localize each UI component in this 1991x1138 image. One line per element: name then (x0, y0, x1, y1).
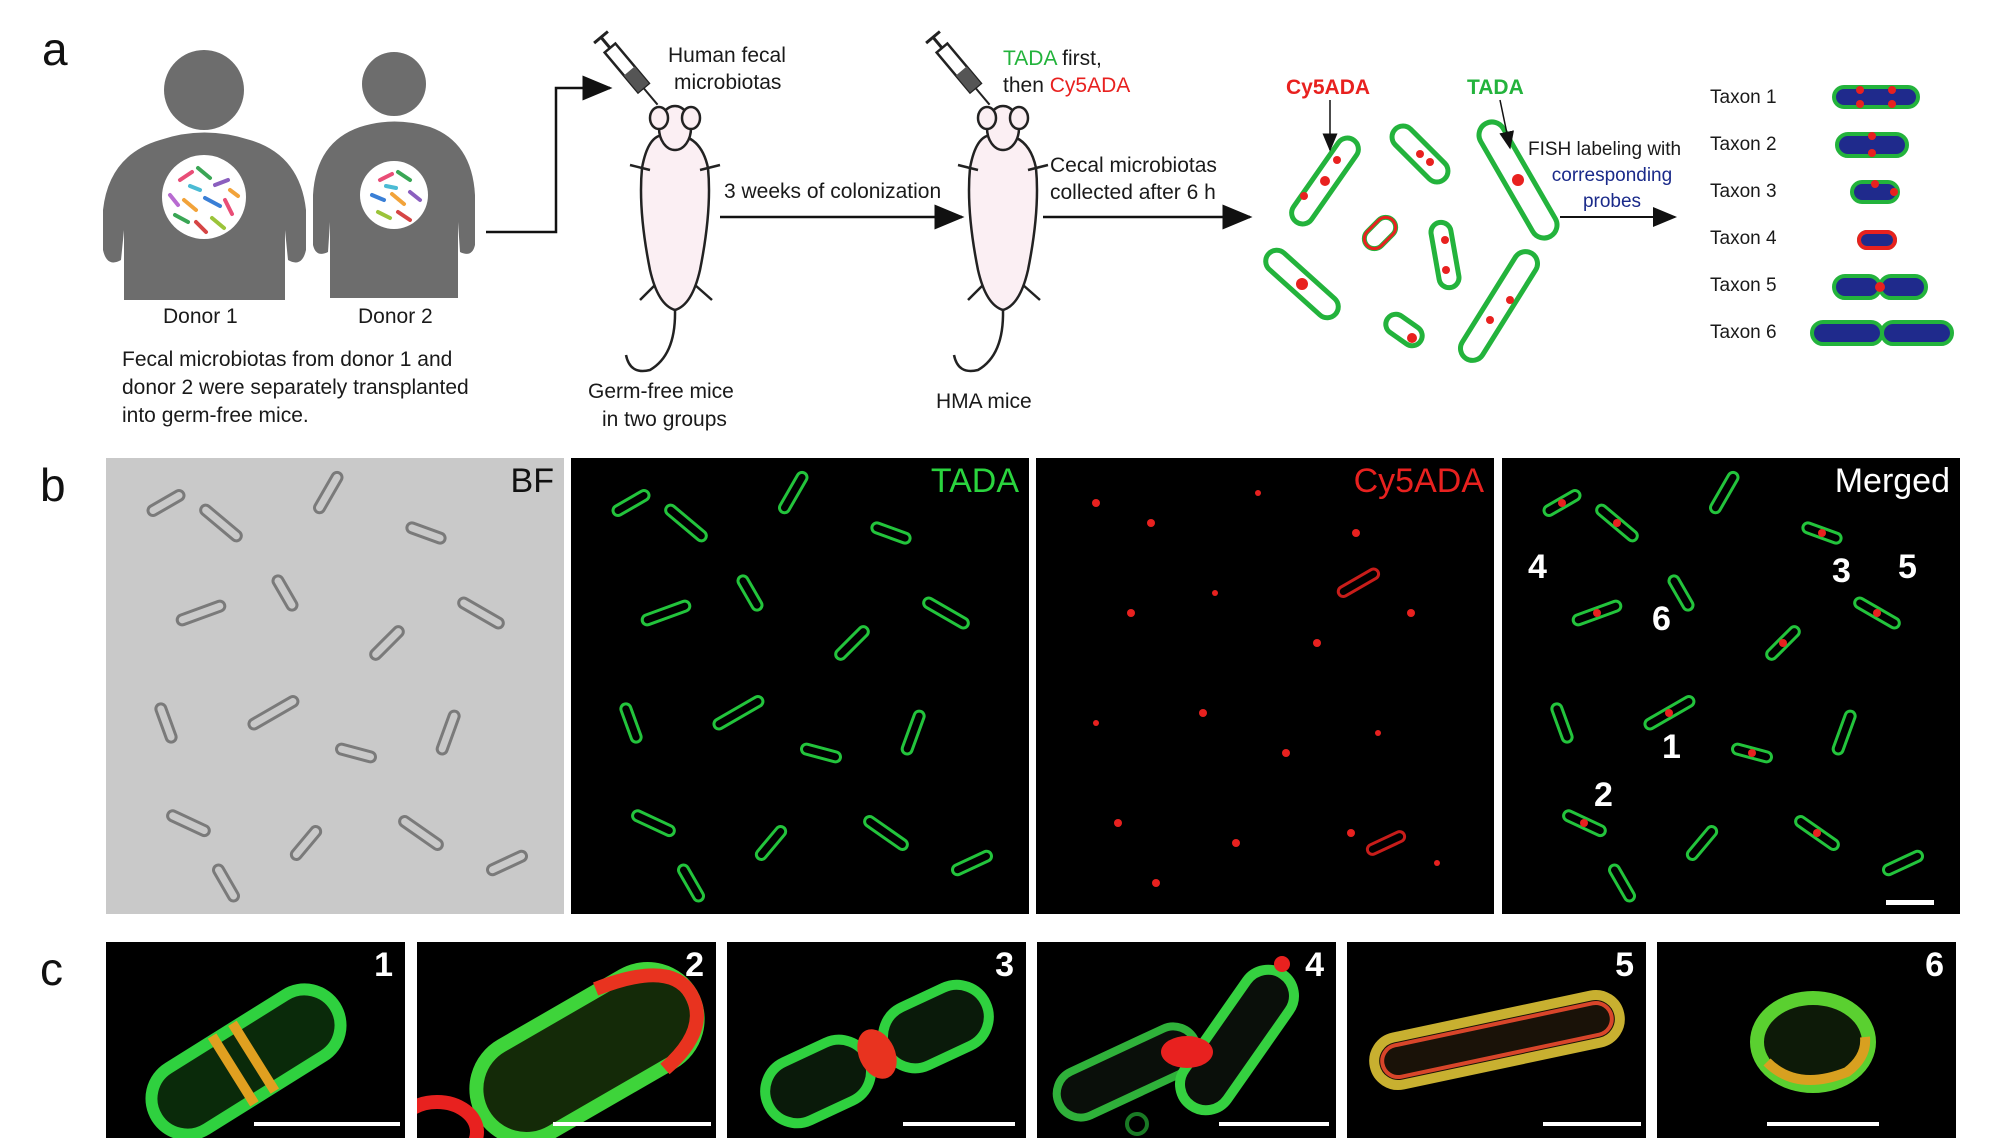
fish-label-1: FISH labeling with (1528, 139, 1682, 160)
taxon-4-label: Taxon 4 (1710, 228, 1777, 249)
bf-title: BF (510, 462, 554, 500)
cell-label-4: 4 (1528, 548, 1547, 586)
panel-label-c: c (40, 943, 63, 995)
cecal-label-2: collected after 6 h (1050, 181, 1216, 204)
inset-5: 5 (1347, 942, 1646, 1138)
labeled-bacteria (1263, 119, 1560, 363)
cell-label-1: 1 (1662, 728, 1681, 766)
merged-title: Merged (1834, 462, 1950, 500)
inset-1: 1 (106, 942, 405, 1138)
inset-6-label: 6 (1925, 946, 1944, 984)
inset-3: 3 (727, 942, 1026, 1138)
germfree-mouse (624, 104, 721, 373)
transplant-note-2: donor 2 were separately transplanted (122, 376, 469, 399)
inset-5-label: 5 (1615, 946, 1634, 984)
taxon-2-label: Taxon 2 (1710, 134, 1777, 155)
panel-label-b: b (40, 459, 66, 511)
inset-4: 4 (1037, 942, 1336, 1138)
bf-cells (146, 470, 529, 903)
transplant-note-1: Fecal microbiotas from donor 1 and (122, 348, 453, 371)
fecal-label-2: microbiotas (674, 71, 782, 94)
taxon-5-label: Taxon 5 (1710, 275, 1777, 296)
cecal-label-1: Cecal microbiotas (1050, 154, 1217, 177)
donor2-label: Donor 2 (358, 305, 433, 328)
cell-label-2: 2 (1594, 776, 1613, 814)
panel-label-a: a (42, 23, 68, 75)
taxon-1-label: Taxon 1 (1710, 87, 1777, 108)
tada-cells (611, 470, 994, 903)
cy5ada-tag: Cy5ADA (1286, 76, 1371, 99)
inset-6: 6 (1657, 942, 1956, 1138)
scale-bar (1886, 900, 1934, 905)
tada-tag: TADA (1467, 76, 1524, 99)
taxon-3-label: Taxon 3 (1710, 181, 1777, 202)
hma-mouse (952, 104, 1049, 373)
donor1-label: Donor 1 (163, 305, 238, 328)
merged-cells (1542, 470, 1934, 905)
inset-3-label: 3 (995, 946, 1014, 984)
tada-first-label: TADA first, (1003, 47, 1102, 70)
cell-label-5: 5 (1898, 548, 1917, 586)
inset-2: 2 (417, 942, 716, 1138)
fish-label-3: probes (1582, 191, 1642, 212)
cy5ada-cells (1092, 490, 1440, 887)
germfree-label-2: in two groups (602, 408, 727, 431)
tada-micrograph: TADA (571, 458, 1029, 914)
cy5ada-title: Cy5ADA (1353, 462, 1484, 500)
taxon-6-label: Taxon 6 (1710, 322, 1777, 343)
inset-4-label: 4 (1305, 946, 1324, 984)
taxa-symbols (1810, 85, 1954, 346)
cell-label-3: 3 (1832, 552, 1851, 590)
inset-2-label: 2 (685, 946, 704, 984)
germfree-label-1: Germ-free mice (588, 380, 734, 403)
fecal-label-1: Human fecal (668, 44, 786, 67)
bf-micrograph: BF (106, 458, 564, 914)
schematic-drawing (103, 30, 1954, 373)
fish-label-2: corresponding (1551, 165, 1673, 186)
merged-micrograph: Merged 4 6 3 5 1 2 (1502, 458, 1960, 914)
donor2-silhouette (313, 52, 475, 298)
colonization-label: 3 weeks of colonization (724, 180, 942, 203)
hma-mice-label: HMA mice (936, 390, 1032, 413)
transplant-note-3: into germ-free mice. (122, 404, 309, 427)
tada-title: TADA (930, 462, 1019, 500)
cell-label-6: 6 (1652, 600, 1671, 638)
cy5ada-micrograph: Cy5ADA (1036, 458, 1494, 914)
then-cy5ada-label: then Cy5ADA (1003, 74, 1131, 97)
inset-1-label: 1 (374, 946, 393, 984)
